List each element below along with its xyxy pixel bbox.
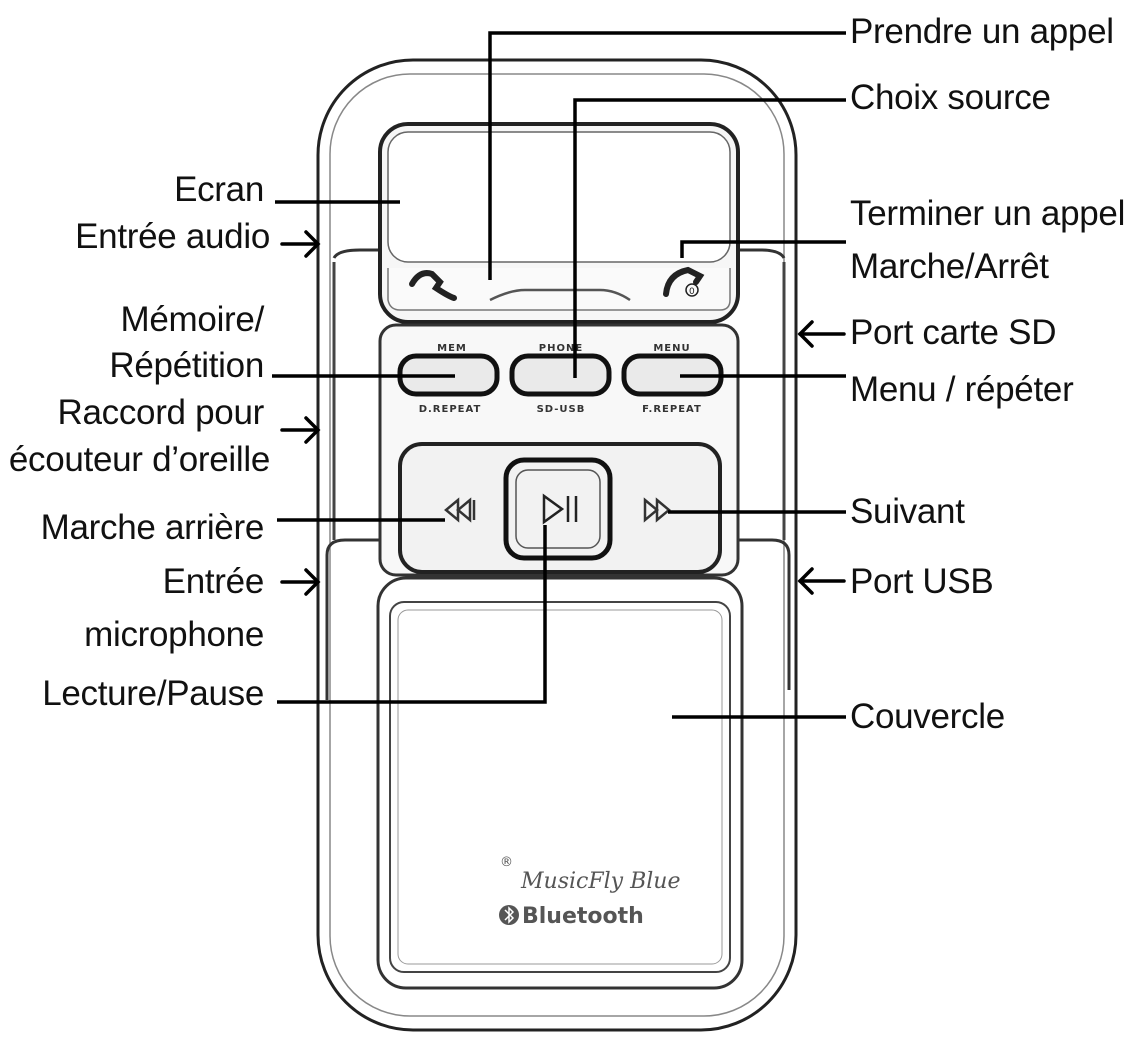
arrow-entree-micro [280, 568, 321, 596]
label-port-sd: Port carte SD [850, 313, 1057, 352]
right-lower-rail [730, 538, 791, 556]
label-raccord-1: Raccord pour [57, 393, 264, 432]
brand-name: MusicFly Blue [520, 869, 680, 894]
phone-button[interactable] [509, 353, 612, 397]
label-prendre-appel: Prendre un appel [850, 12, 1114, 51]
btn-phone-bottom: SD-USB [537, 404, 586, 415]
label-marche-arriere: Marche arrière [40, 508, 265, 547]
brand-mark: ® [500, 855, 513, 870]
play-pause-button[interactable] [503, 457, 613, 561]
phone-end-icon [663, 266, 705, 297]
play-pause-icon [542, 493, 578, 525]
label-entree-micro-1: Entrée [162, 562, 265, 601]
bluetooth-text: Bluetooth [522, 904, 644, 929]
left-lower-rail [325, 538, 385, 556]
label-port-usb: Port USB [850, 562, 994, 601]
phone-accept-icon [409, 270, 457, 301]
arrow-raccord [280, 416, 321, 444]
label-entree-audio: Entrée audio [75, 217, 270, 256]
label-marche-arret: Marche/Arrêt [850, 247, 1049, 286]
leader-prendre-appel [488, 31, 846, 280]
label-entree-micro-2: microphone [84, 615, 264, 654]
arrow-entree-audio [280, 230, 321, 258]
label-choix-source: Choix source [850, 78, 1051, 117]
label-memoire-1: Mémoire/ [120, 300, 265, 339]
label-ecran: Ecran [174, 170, 264, 209]
label-memoire-2: Répétition [109, 346, 264, 385]
label-terminer-appel: Terminer un appel [850, 194, 1126, 233]
forward-icon[interactable] [643, 497, 671, 523]
leader-lecture-pause [277, 525, 547, 704]
btn-mem-top: MEM [437, 343, 467, 354]
btn-phone-top: PHONE [539, 343, 583, 354]
label-suivant: Suivant [850, 492, 965, 531]
rewind-icon[interactable] [444, 497, 476, 523]
btn-menu-top: MENU [653, 343, 690, 354]
label-raccord-2: écouteur d’oreille [8, 440, 270, 479]
btn-menu-bottom: F.REPEAT [642, 404, 702, 415]
svg-text:0: 0 [689, 287, 695, 297]
label-couvercle: Couvercle [850, 697, 1005, 736]
device-outer-shell [316, 58, 798, 1032]
label-menu-repeter: Menu / répéter [850, 370, 1074, 409]
screen-display [387, 131, 731, 263]
btn-mem-bottom: D.REPEAT [419, 404, 482, 415]
arrow-port-sd [797, 320, 846, 348]
arrow-port-usb [797, 567, 846, 595]
leader-terminer-appel [680, 240, 846, 258]
leader-choix-source [573, 98, 846, 378]
label-lecture-pause: Lecture/Pause [42, 674, 264, 713]
